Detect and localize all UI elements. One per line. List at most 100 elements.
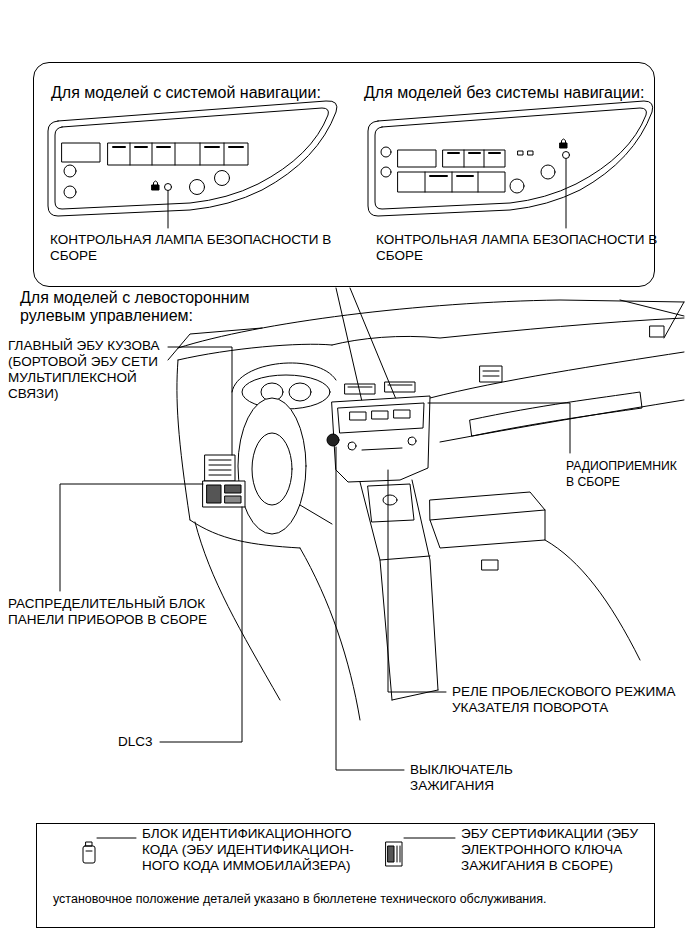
control-panel — [381, 167, 391, 177]
dashboard — [238, 398, 306, 534]
control-panel — [566, 159, 567, 228]
part-icon — [404, 838, 455, 839]
control-panel — [64, 186, 76, 198]
dashboard — [252, 433, 292, 505]
control-panel — [64, 165, 76, 177]
control-panel — [560, 143, 567, 148]
dashboard — [205, 455, 235, 481]
dashboard — [225, 496, 241, 503]
control-panel — [448, 152, 500, 154]
control-panel — [398, 172, 505, 192]
control-panel — [398, 150, 436, 167]
dashboard — [332, 318, 684, 345]
control-panel — [443, 150, 505, 167]
control-panel — [154, 181, 158, 185]
control-panel — [168, 191, 169, 228]
control-panel — [368, 101, 653, 216]
control-panel — [48, 101, 337, 228]
section-heading: Для моделей с левосторонним рулевым упра… — [20, 289, 280, 325]
dashboard — [394, 410, 410, 418]
control-panel — [425, 172, 478, 192]
dashboard — [195, 522, 280, 700]
dashboard — [362, 448, 402, 450]
dashboard — [350, 412, 366, 420]
dashboard — [300, 505, 332, 524]
dashboard — [482, 560, 498, 570]
leader-line — [336, 288, 398, 406]
dashboard — [483, 371, 499, 376]
part-label: РАДИОПРИЕМНИК В СБОРЕ — [566, 458, 686, 490]
dashboard — [190, 520, 300, 548]
dashboard — [664, 302, 684, 338]
part-icon — [97, 838, 136, 839]
section-heading: Для моделей с системой навигации: — [51, 84, 321, 102]
control-panel — [518, 151, 523, 155]
part-label: КОНТРОЛЬНАЯ ЛАМПА БЕЗОПАСНОСТИ В СБОРЕ — [376, 232, 676, 264]
leader-line — [336, 447, 404, 770]
dashboard — [480, 366, 502, 382]
control-panel — [368, 101, 653, 228]
part-icon — [388, 846, 394, 862]
control-panel — [541, 165, 555, 179]
part-label: БЛОК ИДЕНТИФИКАЦИОННОГО КОДА (ЭБУ ИДЕНТИ… — [142, 826, 366, 874]
dashboard — [385, 382, 415, 392]
leader-line — [168, 347, 232, 455]
control-panel — [215, 171, 230, 186]
dashboard — [368, 484, 414, 522]
part-label: РАСПРЕДЕЛИТЕЛЬНЫЙ БЛОК ПАНЕЛИ ПРИБОРОВ В… — [8, 596, 233, 628]
part-icon — [86, 851, 92, 852]
control-panel — [48, 101, 337, 216]
dashboard — [430, 352, 684, 398]
dashboard — [372, 411, 388, 419]
control-panel — [108, 143, 248, 165]
part-label: РЕЛЕ ПРОБЛЕСКОВОГО РЕЖИМА УКАЗАТЕЛЯ ПОВО… — [452, 684, 684, 716]
control-panel — [562, 139, 566, 143]
dashboard — [348, 385, 412, 387]
dashboard — [203, 481, 245, 507]
dashboard — [332, 396, 430, 482]
dashboard — [225, 485, 241, 493]
part-icon — [397, 846, 400, 862]
dashboard — [232, 363, 336, 392]
control-panel — [528, 151, 533, 155]
note-text: установочное положение деталей указано в… — [53, 891, 547, 907]
part-label: ВЫКЛЮЧАТЕЛЬ ЗАЖИГАНИЯ — [410, 762, 540, 794]
dashboard — [650, 326, 664, 337]
dashboard — [327, 434, 339, 446]
dashboard — [408, 437, 416, 445]
dashboard — [338, 403, 424, 433]
dashboard — [289, 383, 311, 401]
part-label: DLC3 — [118, 734, 153, 750]
part-label: ЭБУ СЕРТИФИКАЦИИ (ЭБУ ЭЛЕКТРОННОГО КЛЮЧА… — [461, 826, 646, 874]
dashboard — [300, 548, 360, 720]
dashboard — [383, 495, 397, 505]
control-panel — [152, 185, 159, 190]
leader-line — [428, 403, 570, 453]
dashboard — [545, 540, 640, 660]
dashboard — [345, 384, 375, 394]
leader-line — [336, 288, 363, 406]
control-panel — [381, 147, 391, 157]
part-icon — [386, 842, 402, 866]
dashboard — [430, 510, 545, 520]
control-panel — [190, 180, 205, 195]
part-label: КОНТРОЛЬНАЯ ЛАМПА БЕЗОПАСНОСТИ В СБОРЕ — [50, 232, 350, 264]
dashboard — [177, 360, 190, 520]
dashboard — [620, 300, 684, 316]
dashboard — [168, 300, 684, 720]
control-panel — [165, 184, 172, 191]
inset-panel: Для моделей с системой навигации: Для мод… — [33, 62, 655, 287]
dashboard — [470, 392, 642, 436]
control-panel — [563, 152, 570, 159]
part-label: ГЛАВНЫЙ ЭБУ КУЗОВА (БОРТОВОЙ ЭБУ СЕТИ МУ… — [8, 338, 178, 402]
control-panel — [55, 108, 328, 209]
dashboard — [178, 300, 684, 348]
dashboard — [430, 492, 545, 548]
dashboard — [168, 328, 262, 360]
leader-line — [60, 484, 203, 591]
section-heading: Для моделей без системы навигации: — [364, 84, 644, 102]
control-panel — [113, 146, 243, 148]
part-icon — [86, 842, 92, 846]
dashboard — [207, 485, 221, 503]
